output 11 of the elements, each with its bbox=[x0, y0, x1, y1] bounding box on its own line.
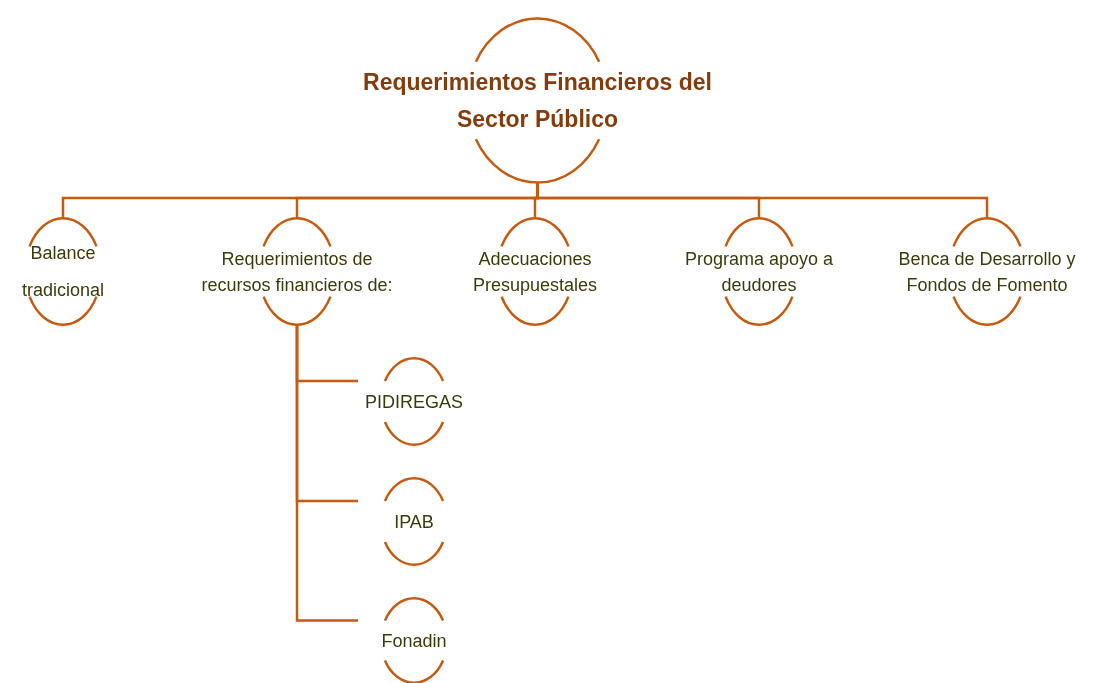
connector-line bbox=[295, 325, 358, 622]
node-label: Benca de Desarrollo y Fondos de Fomento bbox=[897, 247, 1077, 297]
node-label: Balance tradicional bbox=[20, 241, 105, 302]
node-label: Programa apoyo a deudores bbox=[683, 247, 835, 297]
title-text: Requerimientos Financieros del Sector Público bbox=[362, 67, 713, 134]
node-label: IPAB bbox=[394, 510, 434, 534]
connector-line bbox=[536, 183, 989, 218]
node-label: PIDIREGAS bbox=[365, 390, 463, 414]
node-label: Requerimientos de recursos financieros de: bbox=[200, 247, 394, 297]
node-label: Adecuaciones Presupuestales bbox=[471, 247, 599, 297]
node-label: Fonadin bbox=[381, 629, 447, 653]
